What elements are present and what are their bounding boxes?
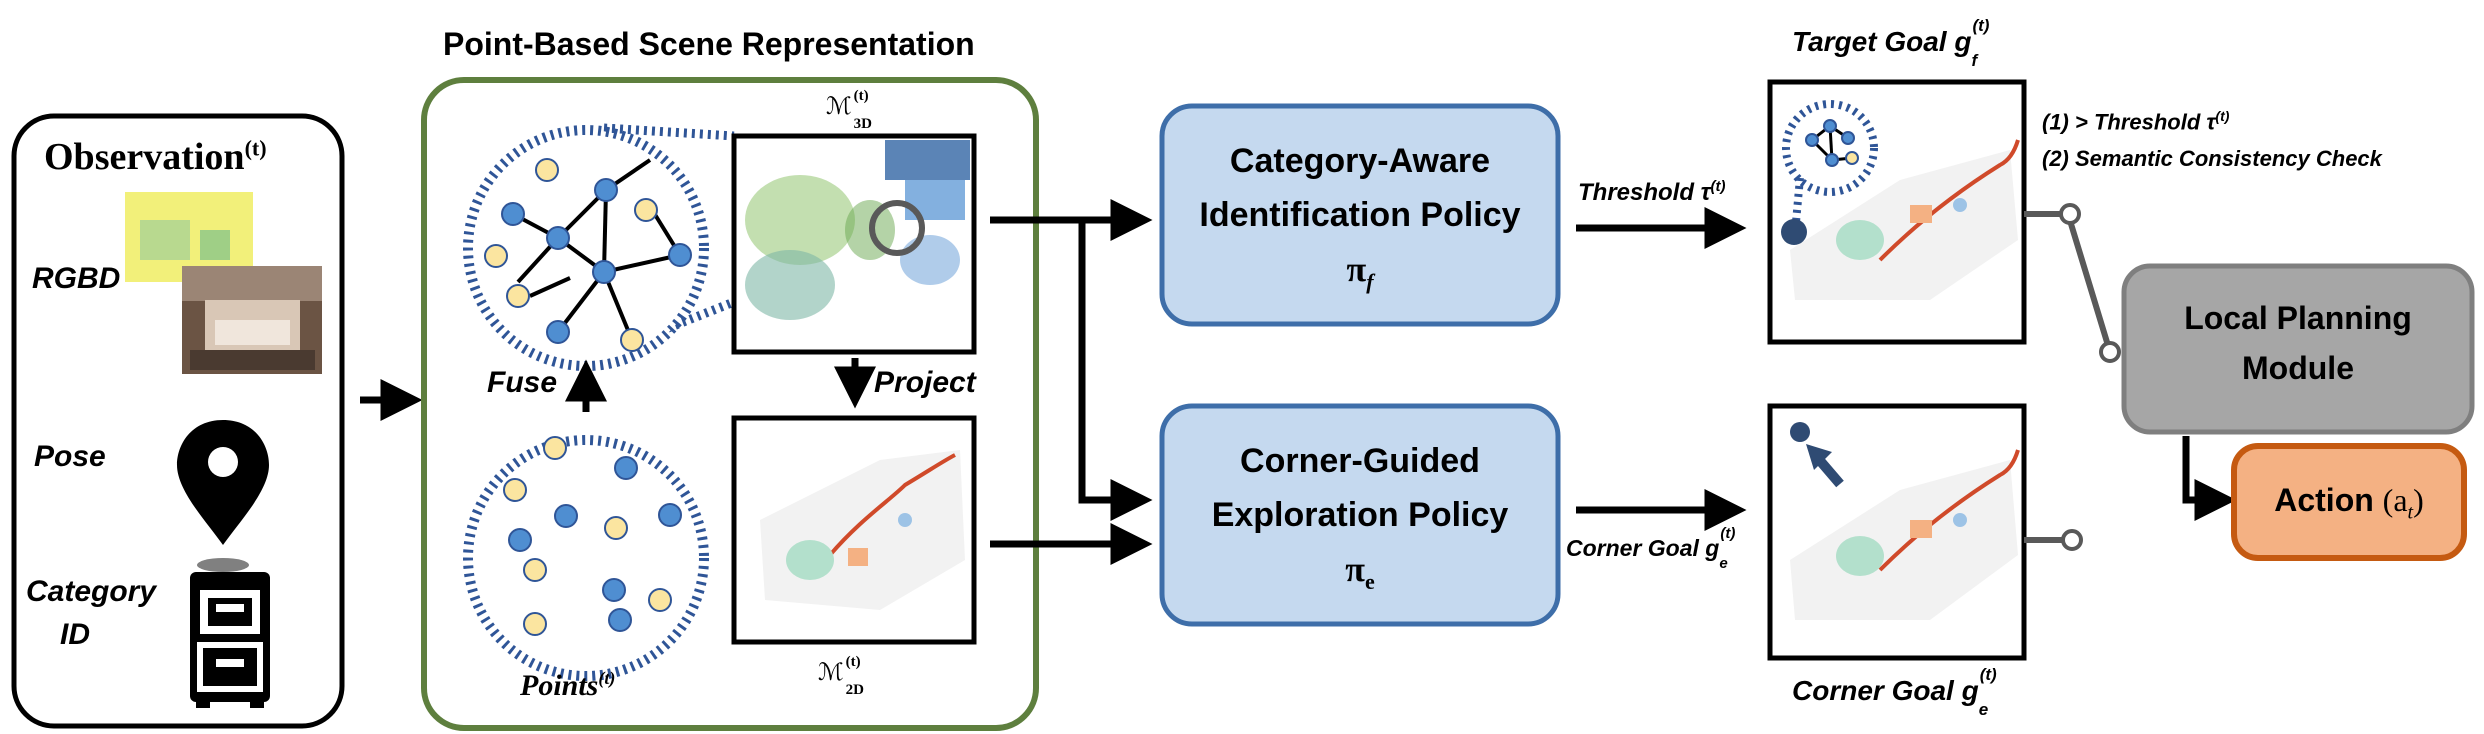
file-cabinet-icon bbox=[190, 572, 270, 708]
local-planning-line1: Local Planning bbox=[2184, 300, 2412, 336]
threshold-label: Threshold τ(t) bbox=[1578, 178, 1726, 206]
corner-goal-marker bbox=[1790, 422, 1810, 442]
category-label-line1: Category bbox=[26, 575, 157, 608]
local-planning-line2: Module bbox=[2242, 350, 2354, 386]
observation-title: Observation(t) bbox=[44, 135, 267, 178]
exploration-symbol: πe bbox=[1345, 549, 1375, 595]
exploration-policy-box bbox=[1159, 403, 1561, 627]
local-planning-box bbox=[2121, 263, 2475, 435]
rgbd-label: RGBD bbox=[32, 262, 121, 295]
category-label-line2: ID bbox=[60, 618, 90, 651]
corner-goal-arrow-label: Corner Goal g(t)e bbox=[1566, 525, 1736, 572]
corner-goal-title: Corner Goal g(t)e bbox=[1792, 665, 1997, 719]
connector-arrows bbox=[990, 199, 1153, 565]
target-goal-marker bbox=[1781, 219, 1807, 245]
fused-graph-nodes bbox=[484, 158, 692, 352]
map3d-label: ℳ(t)3D bbox=[826, 88, 873, 132]
check-threshold: (1) > Threshold τ(t) bbox=[2042, 108, 2230, 135]
identification-line2: Identification Policy bbox=[1199, 196, 1521, 234]
arrow-planning-to-action bbox=[2182, 436, 2237, 521]
points-circle bbox=[463, 435, 709, 681]
exploration-line2: Exploration Policy bbox=[1211, 496, 1509, 534]
action-box bbox=[2231, 443, 2467, 561]
corner-goal-floorplan bbox=[1790, 422, 2020, 620]
pose-label: Pose bbox=[34, 440, 106, 473]
rgbd-image-icon bbox=[125, 192, 322, 374]
map-3d-pointcloud bbox=[745, 140, 970, 320]
project-label: Project bbox=[874, 366, 976, 399]
points-label: Points(t) bbox=[520, 668, 616, 702]
map2d-label: ℳ(t)2D bbox=[818, 654, 865, 698]
scene-title: Point-Based Scene Representation bbox=[443, 26, 975, 62]
identification-line1: Category-Aware bbox=[1229, 142, 1491, 180]
target-goal-title: Target Goal g(t)f bbox=[1792, 16, 1990, 70]
fuse-label: Fuse bbox=[487, 366, 558, 399]
check-semantic: (2) Semantic Consistency Check bbox=[2042, 146, 2382, 171]
points-nodes bbox=[503, 436, 682, 636]
exploration-line1: Corner-Guided bbox=[1240, 442, 1480, 480]
map-2d-floorplan bbox=[760, 450, 965, 610]
target-goal-floorplan bbox=[1781, 100, 2020, 300]
identification-policy-box bbox=[1159, 103, 1561, 327]
planning-connectors bbox=[2024, 211, 2113, 543]
identification-symbol: πf bbox=[1346, 249, 1374, 295]
map-pin-icon bbox=[177, 420, 269, 572]
action-label: Action (at) bbox=[2274, 482, 2424, 524]
